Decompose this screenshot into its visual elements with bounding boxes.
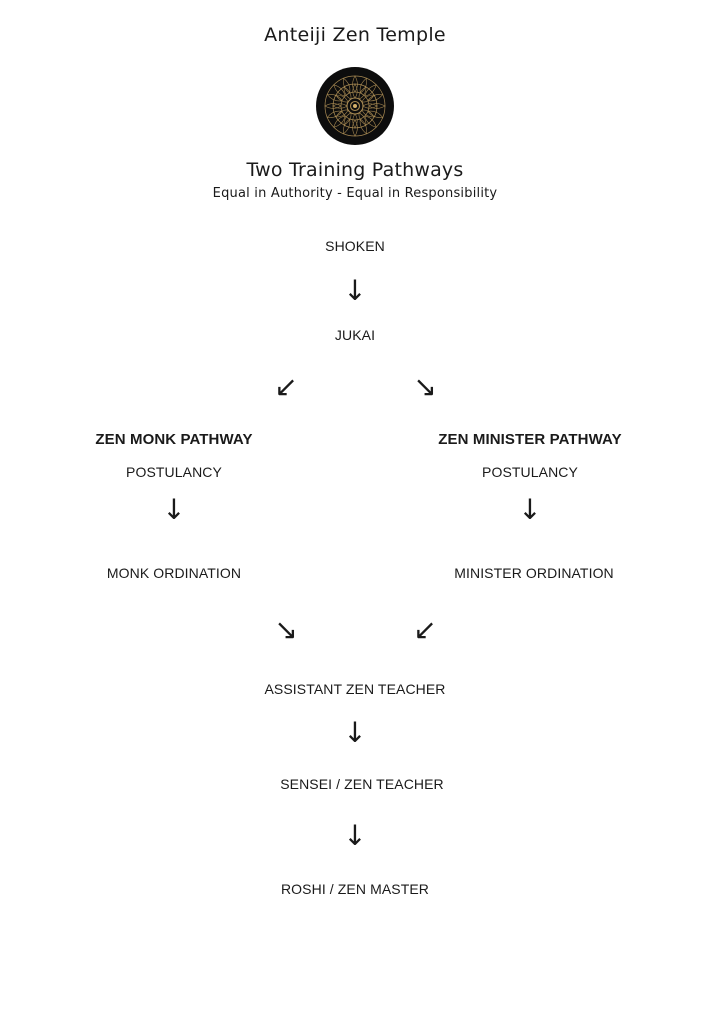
temple-name: Anteiji Zen Temple [264, 24, 446, 46]
arrow-down-icon: ↓ [343, 274, 367, 307]
arrow-down-icon: ↓ [162, 493, 186, 526]
mandala-petal [367, 94, 384, 102]
mandala-petal [335, 94, 349, 103]
mandala-petal [362, 103, 378, 109]
monk-pathway-title: ZEN MONK PATHWAY [95, 431, 253, 448]
mandala-petal [343, 118, 351, 135]
mandala-petal [343, 77, 351, 94]
mandala-petal [352, 113, 358, 129]
arrow-down-right-icon: ↘ [413, 370, 437, 403]
arrow-down-icon: ↓ [343, 819, 367, 852]
mandala-petal [343, 86, 352, 100]
step-sensei: SENSEI / ZEN TEACHER [280, 776, 444, 792]
mandala-petal [352, 119, 358, 137]
arrow-down-left-icon: ↙ [413, 613, 437, 646]
page-title: Two Training Pathways [246, 159, 464, 181]
mandala-petal [333, 84, 346, 97]
mandala-petal [326, 110, 343, 118]
mandala-petal [359, 118, 367, 135]
minister-pathway-title: ZEN MINISTER PATHWAY [438, 431, 622, 448]
monk-postulancy: POSTULANCY [126, 464, 222, 480]
step-roshi: ROSHI / ZEN MASTER [280, 881, 430, 897]
tagline: Equal in Authority - Equal in Responsibi… [212, 186, 498, 201]
mandala-petal [352, 83, 358, 99]
minister-postulancy: POSTULANCY [482, 464, 578, 480]
mandala-petal [343, 112, 352, 126]
step-jukai: JUKAI [334, 327, 376, 343]
mandala-petal [333, 115, 346, 128]
mandala-petal [364, 115, 377, 128]
mandala-petal [364, 84, 377, 97]
mandala-petal [324, 103, 342, 109]
mandala-petal [367, 110, 384, 118]
arrow-down-left-icon: ↙ [274, 370, 298, 403]
mandala-petal [352, 75, 358, 93]
monk-ordination: MONK ORDINATION [106, 565, 242, 581]
mandala-petal [368, 103, 386, 109]
mandala-petal [358, 112, 367, 126]
mandala-petal [326, 94, 343, 102]
arrow-down-right-icon: ↘ [274, 613, 298, 646]
step-shoken: SHOKEN [325, 238, 385, 254]
mandala-petal [359, 77, 367, 94]
mandala-petal [358, 86, 367, 100]
mandala-petal [335, 109, 349, 118]
minister-ordination: MINISTER ORDINATION [454, 565, 614, 581]
arrow-down-icon: ↓ [343, 716, 367, 749]
arrow-down-icon: ↓ [518, 493, 542, 526]
step-assistant-zen-teacher: ASSISTANT ZEN TEACHER [264, 681, 446, 697]
mandala-petal [361, 94, 375, 103]
mandala-petal [361, 109, 375, 118]
mandala-petal [332, 103, 348, 109]
mandala-logo-icon [316, 67, 394, 145]
